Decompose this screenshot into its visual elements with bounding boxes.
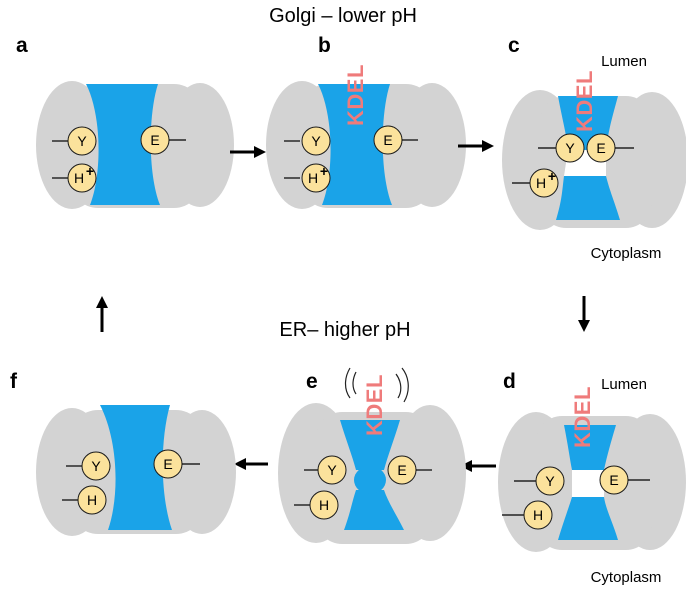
right-arrow-icon [458, 140, 494, 152]
receptor-f [36, 405, 236, 536]
residue-h-d: H [533, 507, 543, 523]
residue-y-a: Y [77, 133, 87, 149]
kdel-signal-b: KDEL [343, 64, 368, 126]
residue-e-c: E [596, 140, 605, 156]
label-lumen-top: Lumen [601, 53, 647, 70]
panel-letter-c: c [508, 34, 520, 57]
panel-letter-e: e [306, 370, 318, 393]
residue-e-f: E [163, 456, 172, 472]
right-arrow-icon [230, 146, 266, 158]
receptor-e [278, 403, 466, 544]
panel-letter-f: f [10, 370, 18, 393]
residue-e-b: E [383, 132, 392, 148]
panel-b: b KDEL Y H + E [266, 34, 466, 209]
heading-er: ER– higher pH [279, 319, 410, 341]
up-arrow-icon [96, 296, 108, 332]
panel-letter-b: b [318, 34, 331, 57]
label-cytoplasm-bottom: Cytoplasm [591, 569, 662, 586]
residue-y-b: Y [311, 133, 321, 149]
residue-e-a: E [150, 132, 159, 148]
kdel-signal-c: KDEL [572, 70, 597, 132]
panel-f: f Y H E [10, 370, 236, 536]
residue-h-b: H [308, 170, 318, 186]
residue-h-a: H [74, 170, 84, 186]
kdel-signal-d: KDEL [570, 386, 595, 448]
residue-y-e: Y [327, 462, 337, 478]
down-arrow-icon [578, 296, 590, 332]
label-lumen-bottom: Lumen [601, 376, 647, 393]
charge-h-c: + [548, 168, 556, 184]
residue-y-c: Y [565, 140, 575, 156]
panel-letter-d: d [503, 370, 516, 393]
residue-y-f: Y [91, 458, 101, 474]
left-arrow-icon [234, 458, 268, 470]
residue-e-d: E [609, 472, 618, 488]
receptor-a [36, 81, 234, 209]
residue-h-c: H [536, 175, 546, 191]
residue-h-f: H [87, 492, 97, 508]
panel-c: c KDEL Y H + E [502, 34, 686, 230]
panel-letter-a: a [16, 34, 28, 57]
residue-y-d: Y [545, 473, 555, 489]
residue-h-e: H [319, 497, 329, 513]
charge-h-b: + [320, 163, 328, 179]
heading-golgi: Golgi – lower pH [269, 5, 417, 27]
receptor-b [266, 81, 466, 209]
charge-h-a: + [86, 163, 94, 179]
panel-e: e KDEL Y H E [278, 367, 466, 544]
left-arrow-icon [460, 460, 496, 472]
kdel-signal-e: KDEL [362, 374, 387, 436]
residue-e-e: E [397, 462, 406, 478]
panel-a: a Y H + E [16, 34, 234, 209]
label-cytoplasm-top: Cytoplasm [591, 245, 662, 262]
panel-d: d KDEL Y H E [498, 370, 686, 552]
